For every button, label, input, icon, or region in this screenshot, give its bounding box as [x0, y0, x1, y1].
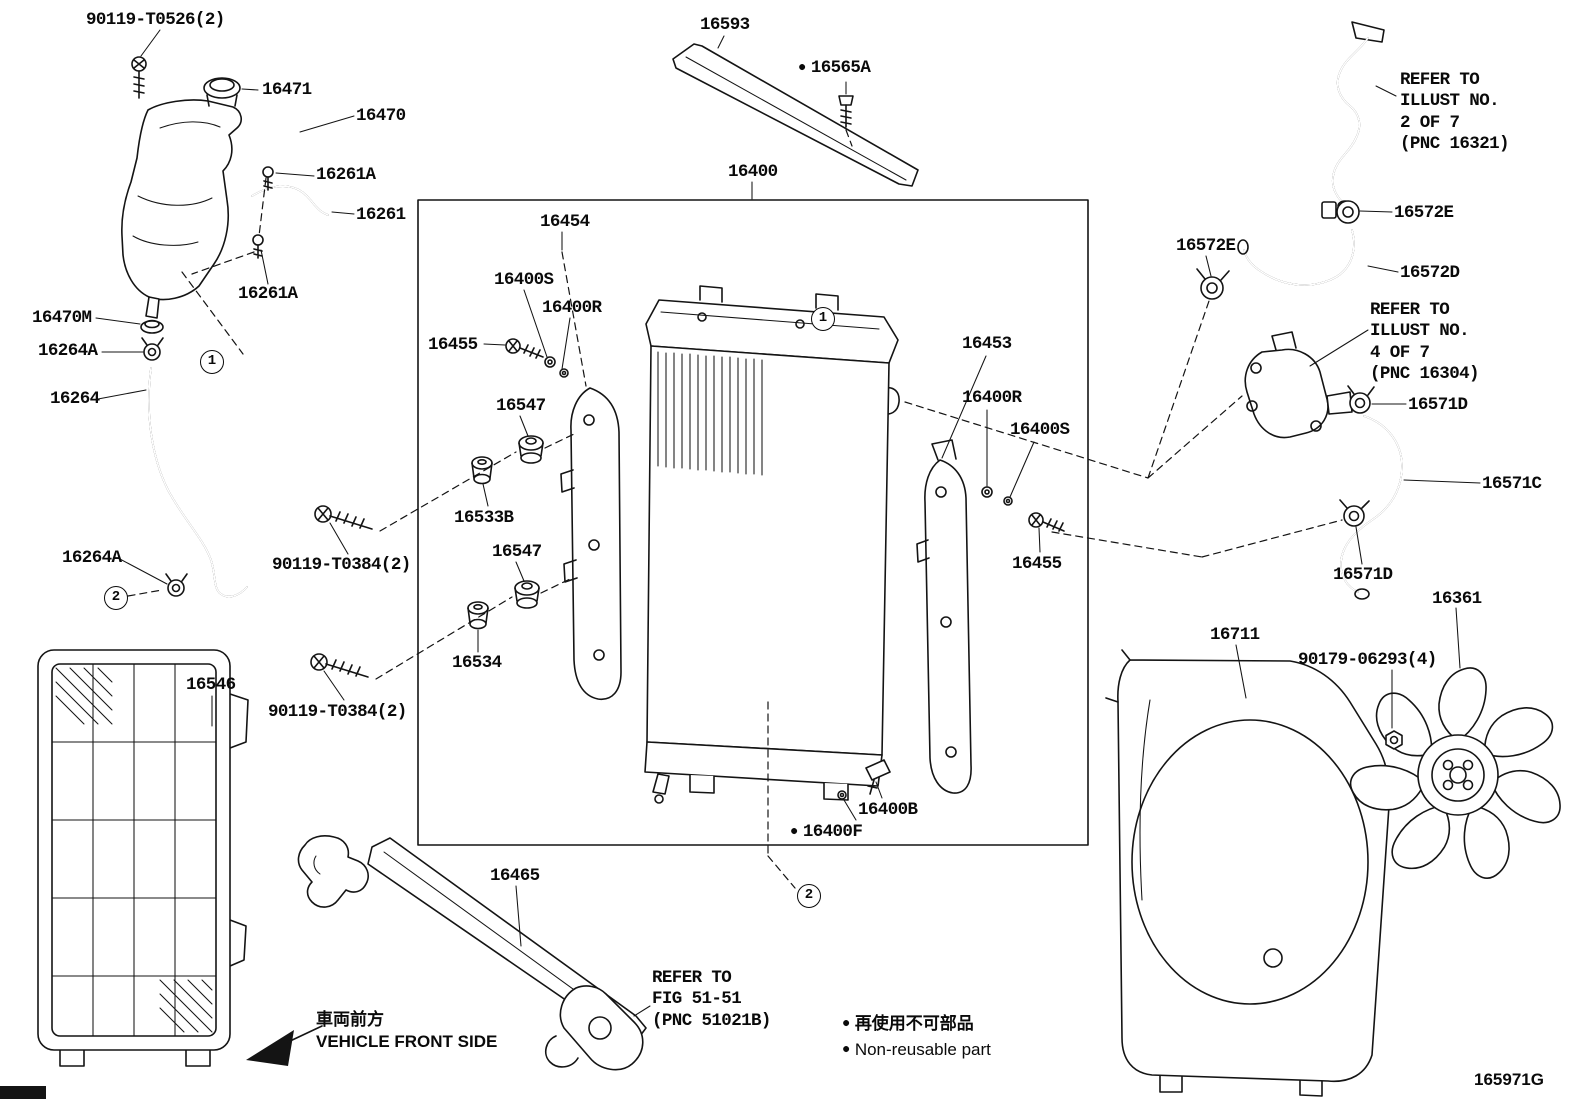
legend-non-reusable-en: ● Non-reusable part: [842, 1040, 991, 1061]
front-side-label-jp: 車両前方: [316, 1010, 384, 1029]
part-label-16470: 16470: [356, 106, 406, 126]
part-label-16565a: ● 16565A: [798, 58, 871, 79]
part-label-16711: 16711: [1210, 625, 1260, 645]
legend-jp-text: 再使用不可部品: [854, 1014, 974, 1033]
part-label-16400s-left: 16400S: [494, 270, 554, 290]
figure-code: 165971G: [1474, 1070, 1544, 1089]
lower-shroud: [37, 649, 249, 1067]
part-label-16593: 16593: [700, 15, 750, 35]
part-label-16465: 16465: [490, 866, 540, 886]
note-refer-fig-51-51: REFER TO FIG 51-51 (PNC 51021B): [652, 968, 771, 1031]
callout-2-radiator: 2: [797, 884, 821, 908]
radiator-core: [644, 285, 900, 804]
front-side-label-en: VEHICLE FRONT SIDE: [316, 1032, 498, 1051]
part-label-16470m: 16470M: [32, 308, 92, 328]
legend-non-reusable-jp: ● 再使用不可部品: [842, 1014, 974, 1035]
part-label-16261: 16261: [356, 205, 406, 225]
legend-en-text: Non-reusable part: [854, 1040, 991, 1059]
dashed-reference-lines: [127, 129, 1343, 889]
note-refer-illust-2: REFER TO ILLUST NO. 2 OF 7 (PNC 16321): [1400, 70, 1510, 155]
non-reusable-dot-icon: ●: [842, 1015, 850, 1032]
part-label-16264: 16264: [50, 389, 100, 409]
note-refer-illust-4: REFER TO ILLUST NO. 4 OF 7 (PNC 16304): [1370, 300, 1480, 385]
part-label-16547-top: 16547: [496, 396, 546, 416]
part-label-16571d-bottom: 16571D: [1333, 565, 1393, 585]
mounting-hardware-left: [310, 338, 569, 678]
part-label-90179-06293: 90179-06293(4): [1298, 650, 1437, 670]
part-label-16533b: 16533B: [454, 508, 514, 528]
mounting-hardware-right: [981, 486, 1065, 532]
part-label-90119-t0526: 90119-T0526(2): [86, 10, 225, 30]
part-label-16572e-left: 16572E: [1176, 236, 1236, 256]
reservoir-tank: [121, 56, 329, 598]
upper-support-bar: [672, 43, 919, 187]
part-label-16400b: 16400B: [858, 800, 918, 820]
non-reusable-dot-icon: ●: [842, 1041, 850, 1058]
left-mount-bracket: [560, 387, 622, 700]
lower-support-bar: [297, 835, 647, 1071]
part-label-16264a-top: 16264A: [38, 341, 98, 361]
part-label-16261a-top: 16261A: [316, 165, 376, 185]
part-label-16471: 16471: [262, 80, 312, 100]
part-label-16455-left: 16455: [428, 335, 478, 355]
cooling-fan: [1349, 667, 1561, 879]
part-label-16571d-top: 16571D: [1408, 395, 1468, 415]
part-label-16546: 16546: [186, 675, 236, 695]
print-chip: [0, 1086, 46, 1099]
part-label-16547-bottom: 16547: [492, 542, 542, 562]
part-label-90119-t0384-bottom: 90119-T0384(2): [268, 702, 407, 722]
part-label-16400: 16400: [728, 162, 778, 182]
callout-1-radiator: 1: [811, 307, 835, 331]
leader-lines: [95, 29, 1481, 1017]
part-label-16572d: 16572D: [1400, 263, 1460, 283]
fan-shroud: [1105, 649, 1391, 1097]
part-label-16572e-right: 16572E: [1394, 203, 1454, 223]
non-reusable-dot-icon: ●: [798, 60, 806, 77]
part-label-16571c: 16571C: [1482, 474, 1542, 494]
upper-hose-group: [1196, 200, 1360, 300]
water-inlet-group: [1244, 331, 1403, 600]
part-label-16454: 16454: [540, 212, 590, 232]
part-label-16361: 16361: [1432, 589, 1482, 609]
assembly-outline: [417, 199, 1089, 846]
non-reusable-dot-icon: ●: [790, 824, 798, 841]
part-label-90119-t0384-top: 90119-T0384(2): [272, 555, 411, 575]
part-number-16565a: 16565A: [810, 58, 871, 78]
part-label-16400f: ● 16400F: [790, 822, 863, 843]
part-label-16400s-right: 16400S: [1010, 420, 1070, 440]
drain-plug: [837, 759, 891, 800]
part-label-16453: 16453: [962, 334, 1012, 354]
part-number-16400f: 16400F: [802, 822, 863, 842]
part-label-16400r-right: 16400R: [962, 388, 1022, 408]
part-label-16455-right: 16455: [1012, 554, 1062, 574]
part-label-16534: 16534: [452, 653, 502, 673]
right-mount-bracket: [916, 439, 972, 794]
front-arrow-icon: [246, 1025, 323, 1066]
part-label-16264a-bottom: 16264A: [62, 548, 122, 568]
callout-1-tank: 1: [200, 350, 224, 374]
part-label-16261a-mid: 16261A: [238, 284, 298, 304]
part-label-16400r-left: 16400R: [542, 298, 602, 318]
callout-2-hose: 2: [104, 586, 128, 610]
reservoir-pipe: [1331, 21, 1385, 212]
